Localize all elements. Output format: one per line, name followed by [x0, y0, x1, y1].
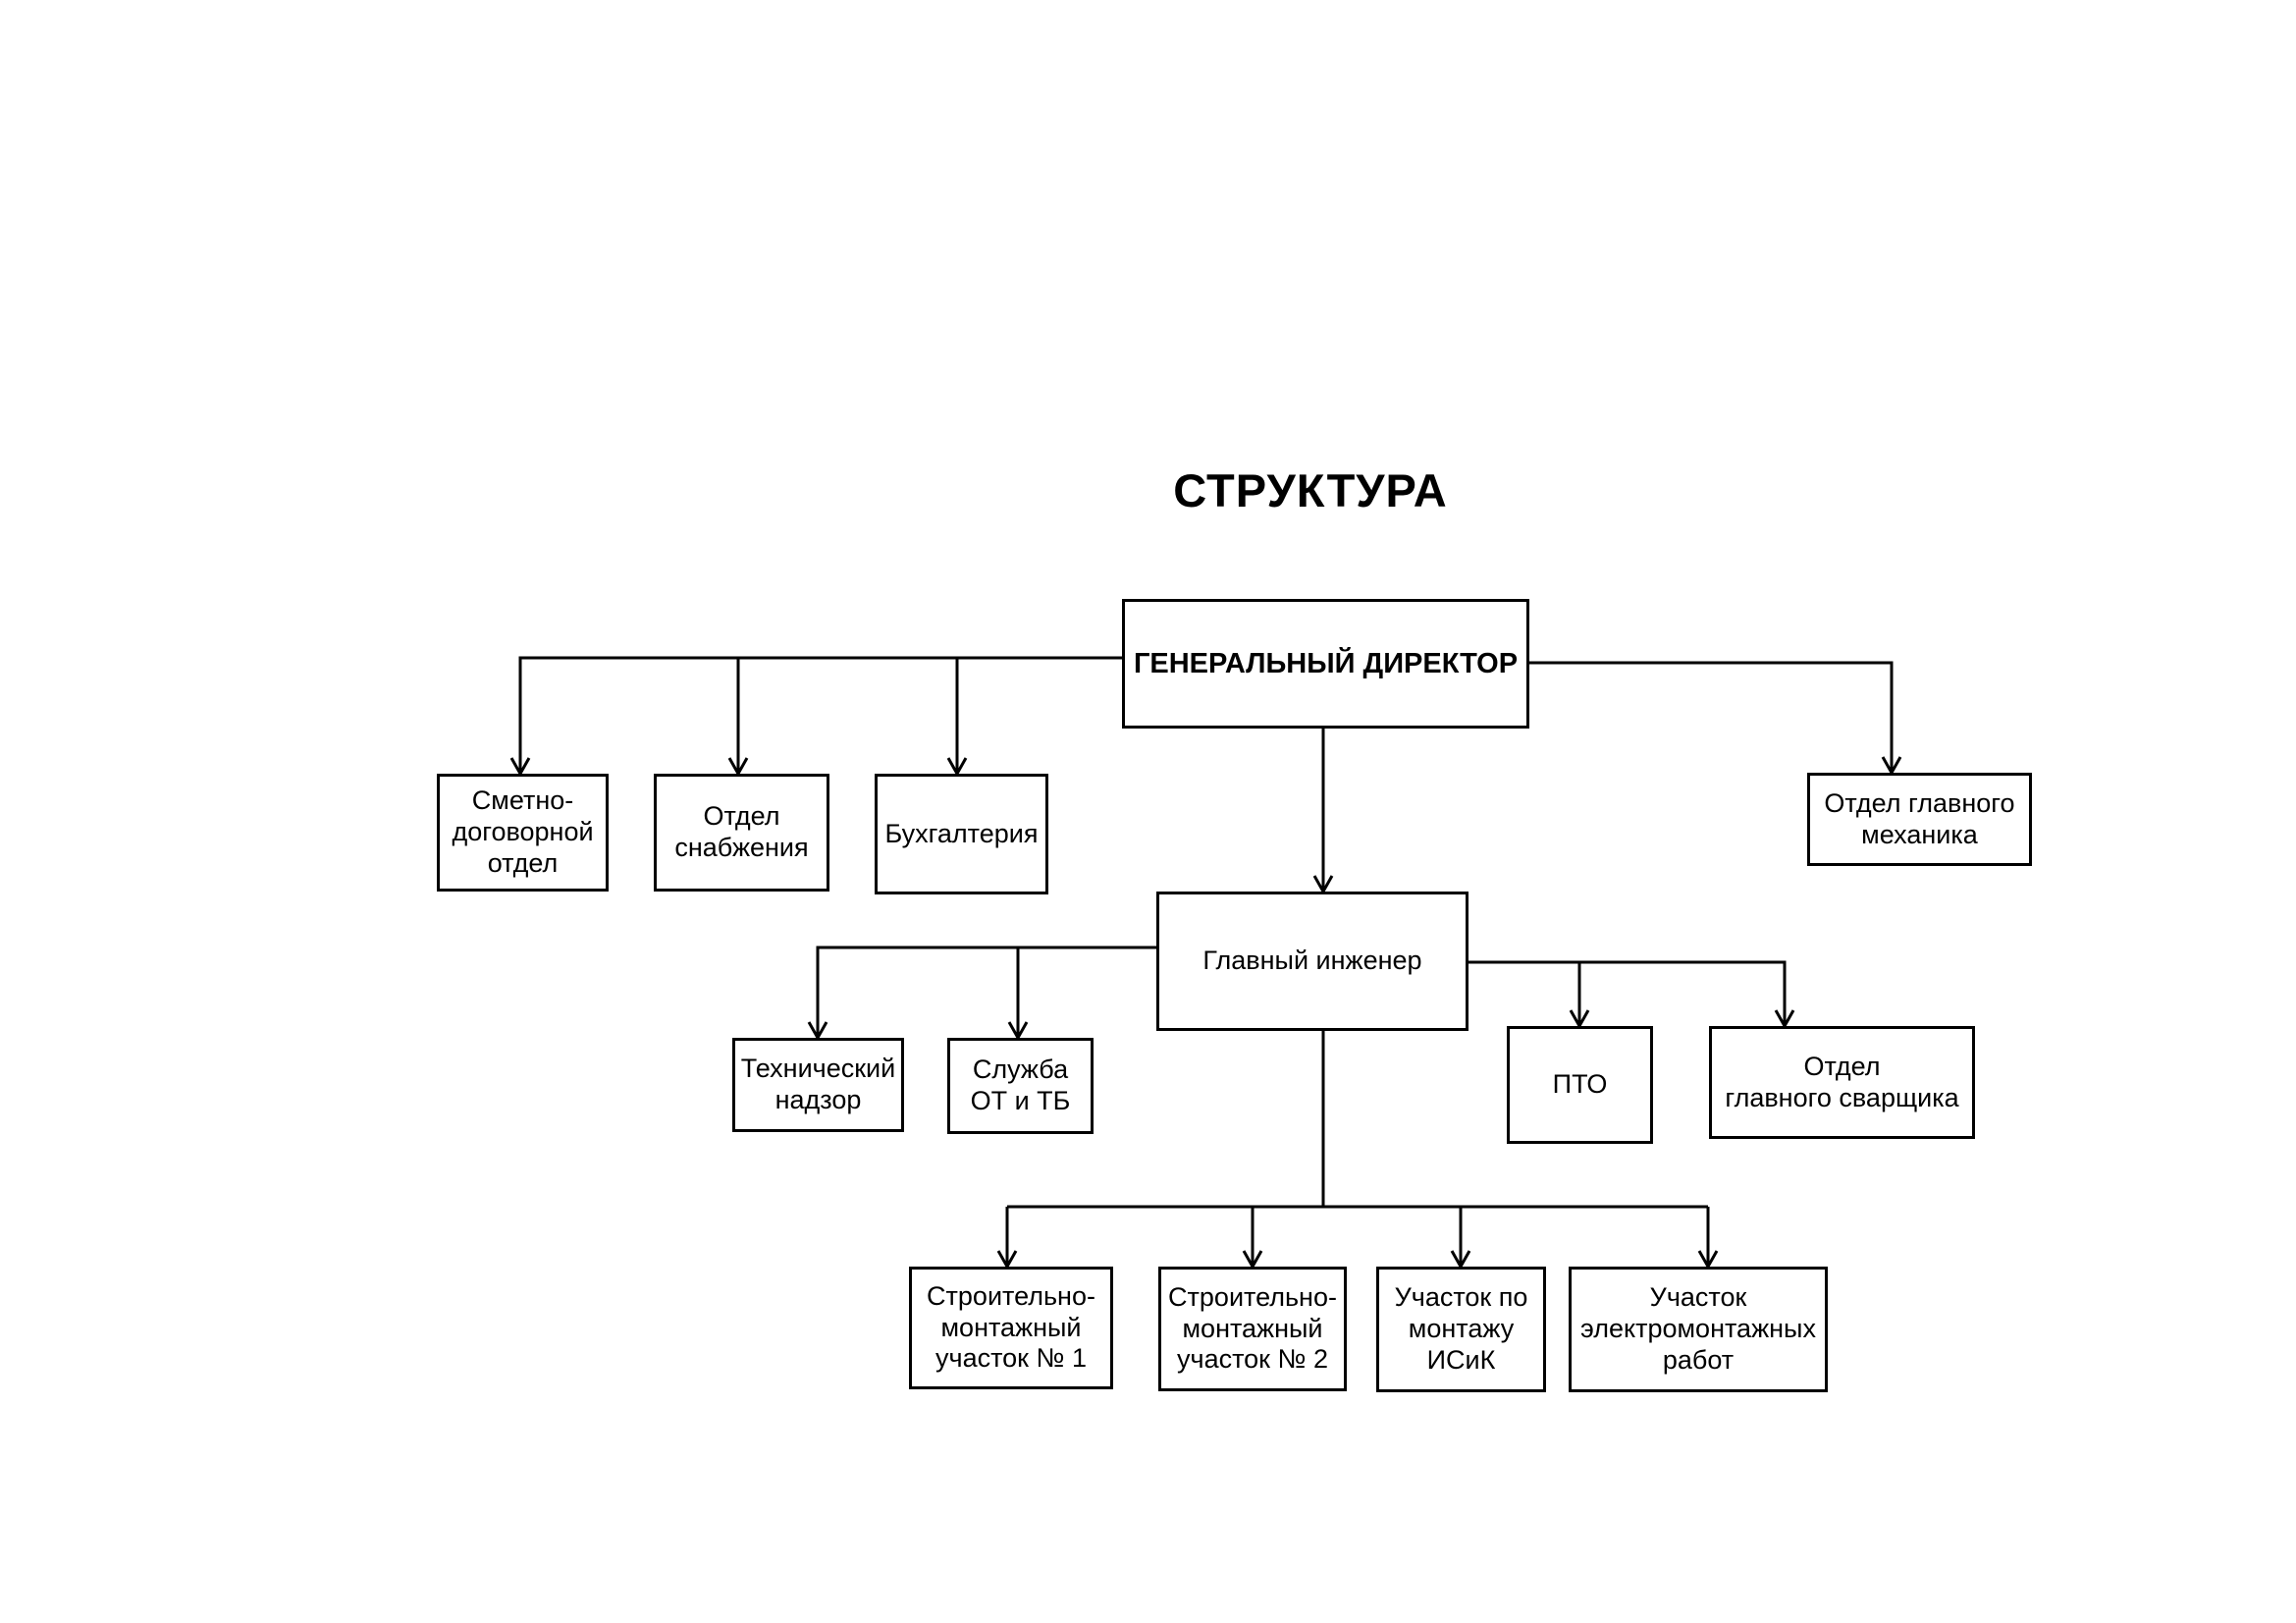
node-general-director: ГЕНЕРАЛЬНЫЙ ДИРЕКТОР [1122, 599, 1529, 729]
page-title: СТРУКТУРА [1173, 464, 1448, 516]
node-label: Главный инженер [1202, 946, 1422, 976]
node-construction-site-2: Строительно- монтажный участок № 2 [1158, 1267, 1347, 1391]
node-label: Бухгалтерия [884, 818, 1039, 848]
connector-engineer-left [816, 946, 1158, 1038]
connector-director-mechanic [1529, 661, 1894, 773]
node-label: Строительно- монтажный участок № 1 [927, 1280, 1095, 1374]
node-chief-welder-dept: Отдел главного сварщика [1709, 1026, 1975, 1139]
node-tech-supervision: Технический надзор [732, 1038, 904, 1132]
node-supply-dept: Отдел снабжения [654, 774, 829, 892]
node-label: Отдел главного сварщика [1725, 1051, 1959, 1112]
node-label: Участок электромонтажных работ [1580, 1282, 1816, 1375]
node-label: Участок по монтажу ИСиК [1394, 1282, 1528, 1375]
node-label: Технический надзор [740, 1054, 896, 1114]
node-isik-site: Участок по монтажу ИСиК [1376, 1267, 1546, 1392]
node-label: ПТО [1552, 1069, 1608, 1100]
node-chief-engineer: Главный инженер [1156, 892, 1468, 1031]
node-label: Отдел главного механика [1824, 787, 2015, 849]
node-label: Служба ОТ и ТБ [970, 1055, 1071, 1115]
node-pto: ПТО [1507, 1026, 1653, 1144]
node-safety-service: Служба ОТ и ТБ [947, 1038, 1094, 1134]
node-label: ГЕНЕРАЛЬНЫЙ ДИРЕКТОР [1133, 647, 1519, 679]
node-accounting: Бухгалтерия [875, 774, 1048, 894]
node-chief-mechanic-dept: Отдел главного механика [1807, 773, 2032, 866]
node-electrical-site: Участок электромонтажных работ [1569, 1267, 1828, 1392]
node-construction-site-1: Строительно- монтажный участок № 1 [909, 1267, 1113, 1389]
node-label: Строительно- монтажный участок № 2 [1168, 1281, 1337, 1375]
connector-director-left [518, 656, 1124, 774]
connector-engineer-right [1468, 960, 1787, 1026]
node-label: Сметно- договорной отдел [452, 785, 594, 878]
node-label: Отдел снабжения [674, 801, 809, 862]
node-estimate-contract-dept: Сметно- договорной отдел [437, 774, 609, 892]
